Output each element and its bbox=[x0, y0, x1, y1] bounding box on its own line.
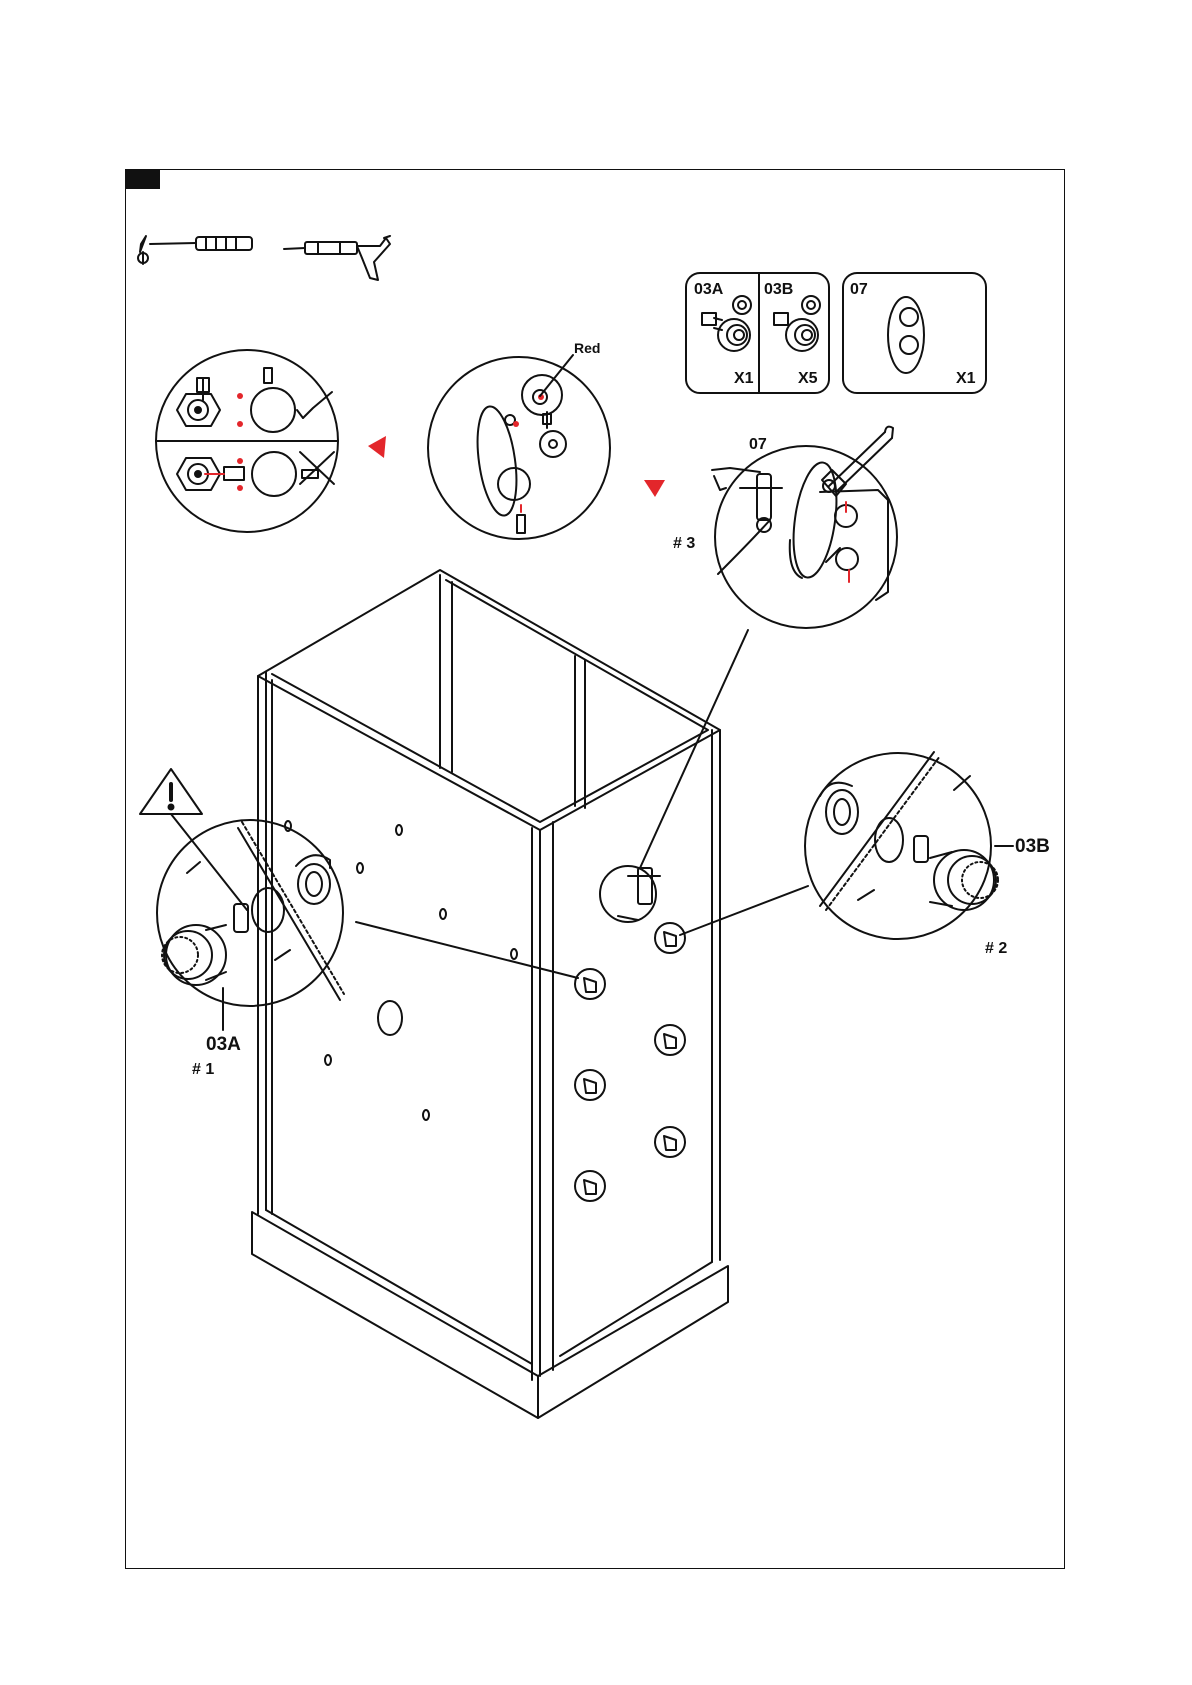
detail-valve-gasket bbox=[428, 355, 610, 539]
sealant-gun-icon bbox=[284, 236, 390, 280]
leader-detail-3 bbox=[640, 630, 748, 868]
label-07: 07 bbox=[749, 436, 767, 453]
part-code-03b: 03B bbox=[764, 281, 793, 298]
part-qty-03b: X5 bbox=[798, 370, 818, 387]
shower-enclosure bbox=[252, 570, 728, 1418]
label-step2: # 2 bbox=[985, 940, 1007, 957]
warning-icon bbox=[140, 769, 202, 814]
detail-jet-03a bbox=[157, 820, 344, 1006]
warning-leader bbox=[171, 814, 247, 910]
part-qty-07: X1 bbox=[956, 370, 976, 387]
detail-jet-03b bbox=[805, 752, 998, 939]
detail-valve-install bbox=[712, 446, 897, 628]
panel-valve-detail bbox=[600, 866, 660, 922]
label-red: Red bbox=[574, 340, 600, 356]
label-03a: 03A bbox=[206, 1034, 241, 1055]
part-qty-03a: X1 bbox=[734, 370, 754, 387]
screwdriver-icon bbox=[138, 236, 252, 264]
detail-seal-check bbox=[156, 350, 338, 532]
sequence-arrow-1 bbox=[368, 436, 386, 458]
label-03b: 03B bbox=[1015, 836, 1050, 857]
label-step1: # 1 bbox=[192, 1061, 214, 1078]
part-code-03a: 03A bbox=[694, 281, 724, 298]
leader-detail-2 bbox=[680, 886, 808, 935]
mixer-valve-07-icon bbox=[888, 297, 924, 373]
sequence-arrow-2 bbox=[644, 480, 665, 497]
jet-nozzle-03a-icon bbox=[702, 296, 751, 351]
jet-nozzle-03b-icon bbox=[774, 296, 820, 351]
leader-detail-1 bbox=[356, 922, 578, 978]
part-code-07: 07 bbox=[850, 281, 868, 298]
label-step3: # 3 bbox=[673, 535, 695, 552]
body-jets bbox=[575, 923, 685, 1201]
